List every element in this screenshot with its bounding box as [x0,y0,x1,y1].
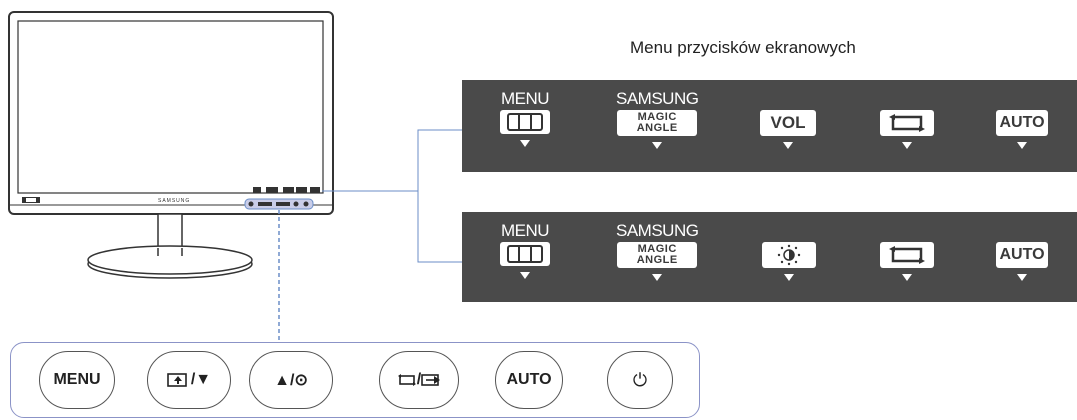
power-icon: ⏻ [632,369,648,390]
source-button[interactable]: / [379,351,459,409]
magic-angle-chip: MAGIC ANGLE [617,110,698,136]
monitor-brand-label: SAMSUNG [158,198,191,204]
down-arrow-icon [520,272,530,279]
auto-button[interactable]: AUTO [495,351,563,409]
menu-grid-icon [500,110,550,134]
osd-key-menu: MENU [500,222,550,279]
down-arrow-icon [652,142,663,149]
source-button-label: / [416,371,422,388]
angle-label: ANGLE [636,122,678,134]
hardware-button-strip: MENU /▼ ▲/⊙ / AUTO [10,342,700,418]
down-arrow-icon [784,274,794,281]
menu-grid-icon [500,242,550,266]
input-down-label: /▼ [190,371,212,388]
connector-line-osd [322,129,462,192]
auto-chip: AUTO [996,242,1048,268]
source-icon [421,374,441,386]
osd-key-source [880,108,934,149]
input-down-button[interactable]: /▼ [147,351,231,409]
osd-key-menu: MENU [500,90,550,147]
magic-label: MAGIC [637,111,677,123]
osd-key-auto: AUTO [996,108,1048,149]
down-arrow-icon [902,142,912,149]
source-swap-icon [397,374,416,386]
menu-button[interactable]: MENU [39,351,115,409]
down-arrow-icon [520,140,530,147]
menu-button-label: MENU [53,371,101,388]
input-up-icon [167,373,187,387]
osd-key-magic-angle: SAMSUNG MAGIC ANGLE [616,89,699,149]
osd-key-magic-angle: SAMSUNG MAGIC ANGLE [616,221,699,281]
osd-key-top-label: SAMSUNG [616,89,699,108]
down-arrow-icon [652,274,663,281]
auto-button-label: AUTO [506,371,552,388]
osd-key-top-label: MENU [500,221,550,240]
magic-angle-chip: MAGIC ANGLE [617,242,698,268]
osd-panel-brightness: MENU SAMSUNG MAGIC ANGLE [462,212,1077,302]
down-arrow-icon [1017,142,1027,149]
down-arrow-icon [783,142,793,149]
monitor-screen [17,20,324,194]
up-enter-label: ▲/⊙ [274,372,308,389]
osd-key-top-label: SAMSUNG [616,221,699,240]
osd-key-source [880,240,934,281]
up-enter-button[interactable]: ▲/⊙ [249,351,333,409]
osd-key-top-label: MENU [500,89,550,108]
vol-chip: VOL [760,110,816,136]
osd-panel-volume: MENU SAMSUNG MAGIC ANGLE VOL AUTO [462,80,1077,172]
angle-label: ANGLE [636,254,678,266]
power-button[interactable]: ⏻ [607,351,673,409]
bezel-button-icons-top [253,187,320,193]
down-arrow-icon [902,274,912,281]
brightness-icon [762,242,816,268]
osd-caption: Menu przycisków ekranowych [630,38,856,57]
osd-key-brightness [762,240,816,281]
osd-key-auto: AUTO [996,240,1048,281]
auto-chip: AUTO [996,110,1048,136]
source-swap-icon [880,242,934,268]
down-arrow-icon [1017,274,1027,281]
magic-label: MAGIC [637,243,677,255]
source-swap-icon [880,110,934,136]
osd-key-vol: VOL [760,108,816,149]
